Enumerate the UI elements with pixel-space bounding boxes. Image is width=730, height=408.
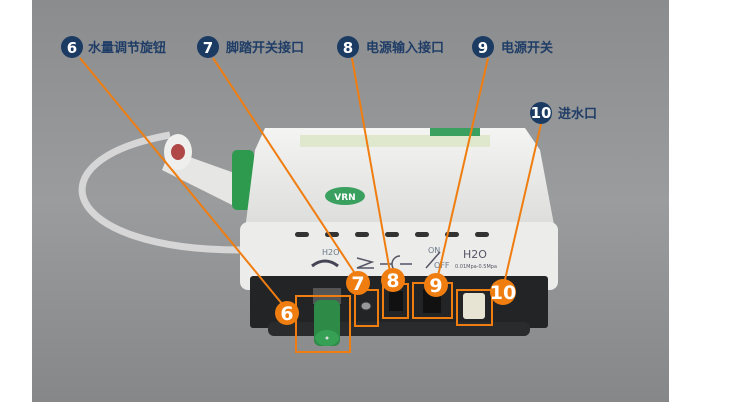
callout-label: 进水口	[558, 106, 597, 122]
hose	[78, 131, 241, 254]
callout-8: 8 电源输入接口	[337, 36, 444, 58]
knob-h2o-marking: H2O	[322, 248, 339, 257]
switch-on-marking: ON	[428, 246, 440, 255]
callout-9: 9 电源开关	[472, 36, 553, 58]
svg-text:6: 6	[280, 303, 293, 325]
handpiece	[162, 134, 254, 210]
callout-label: 电源开关	[501, 40, 553, 56]
callout-7: 7 脚踏开关接口	[197, 36, 304, 58]
svg-text:10: 10	[531, 104, 552, 122]
switch-off-marking: OFF	[434, 261, 450, 270]
power-socket	[389, 291, 403, 311]
device-number-badges: 6 7 8 9 10	[275, 268, 516, 325]
svg-text:8: 8	[386, 270, 399, 292]
water-inlet	[463, 293, 485, 319]
inlet-h2o-marking: H2O	[463, 248, 487, 261]
svg-text:7: 7	[351, 273, 364, 295]
svg-text:10: 10	[490, 282, 516, 304]
leader-lines	[79, 57, 542, 306]
callout-10: 10 进水口	[530, 102, 597, 124]
svg-text:9: 9	[429, 275, 442, 297]
callout-label: 脚踏开关接口	[226, 40, 304, 56]
svg-text:9: 9	[478, 39, 488, 57]
knob-arc-icon	[311, 259, 339, 268]
callout-label: 电源输入接口	[366, 40, 444, 56]
footswitch-symbol-icon	[356, 257, 375, 269]
svg-text:8: 8	[343, 39, 353, 57]
callout-label: 水量调节旋钮	[88, 40, 166, 56]
device-logo: VRN	[334, 193, 355, 203]
svg-text:7: 7	[203, 39, 213, 57]
callout-6: 6 水量调节旋钮	[61, 36, 166, 58]
svg-text:6: 6	[67, 39, 77, 57]
footswitch-jack	[360, 301, 372, 311]
inlet-pressure-marking: 0.01Mpa-0.5Mpa	[455, 264, 497, 270]
